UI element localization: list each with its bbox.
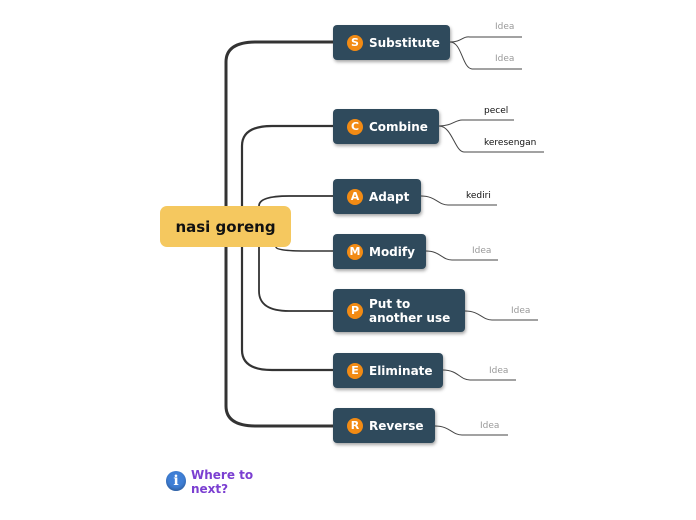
leaf-reverse-1[interactable]: Idea — [480, 421, 500, 431]
leaf-modify-1[interactable]: Idea — [472, 246, 492, 256]
info-icon: i — [166, 471, 186, 491]
branch-put-to-another-use[interactable]: P Put to another use — [333, 289, 465, 332]
leaf-eliminate-1[interactable]: Idea — [489, 366, 509, 376]
branch-label: Combine — [369, 119, 428, 134]
leaf-adapt-1[interactable]: kediri — [466, 191, 491, 201]
letter-badge-icon: P — [347, 302, 363, 319]
branch-substitute[interactable]: S Substitute — [333, 25, 450, 60]
leaf-combine-1[interactable]: pecel — [484, 106, 509, 116]
letter-badge-icon: M — [347, 243, 363, 260]
branch-reverse[interactable]: R Reverse — [333, 408, 435, 443]
leaf-combine-2[interactable]: keresengan — [484, 138, 537, 148]
letter-badge-icon: C — [347, 118, 363, 135]
branch-combine[interactable]: C Combine — [333, 109, 439, 144]
leaf-substitute-2[interactable]: Idea — [495, 54, 515, 64]
branch-label: Modify — [369, 244, 415, 259]
letter-badge-icon: A — [347, 188, 363, 205]
leaf-put-to-another-use-1[interactable]: Idea — [511, 306, 531, 316]
branch-label: Eliminate — [369, 363, 433, 378]
branch-label: Substitute — [369, 35, 440, 50]
footer-text: Where to next? — [191, 468, 254, 496]
letter-badge-icon: R — [347, 417, 363, 434]
where-to-next-link[interactable]: i Where to next? — [166, 468, 261, 496]
branch-modify[interactable]: M Modify — [333, 234, 426, 269]
letter-badge-icon: S — [347, 34, 363, 51]
branch-label: Reverse — [369, 418, 424, 433]
branch-eliminate[interactable]: E Eliminate — [333, 353, 443, 388]
letter-badge-icon: E — [347, 362, 363, 379]
branch-adapt[interactable]: A Adapt — [333, 179, 421, 214]
branch-label: Adapt — [369, 189, 410, 204]
leaf-substitute-1[interactable]: Idea — [495, 22, 515, 32]
branch-label: Put to another use — [369, 296, 451, 325]
central-topic[interactable]: nasi goreng — [160, 206, 291, 247]
